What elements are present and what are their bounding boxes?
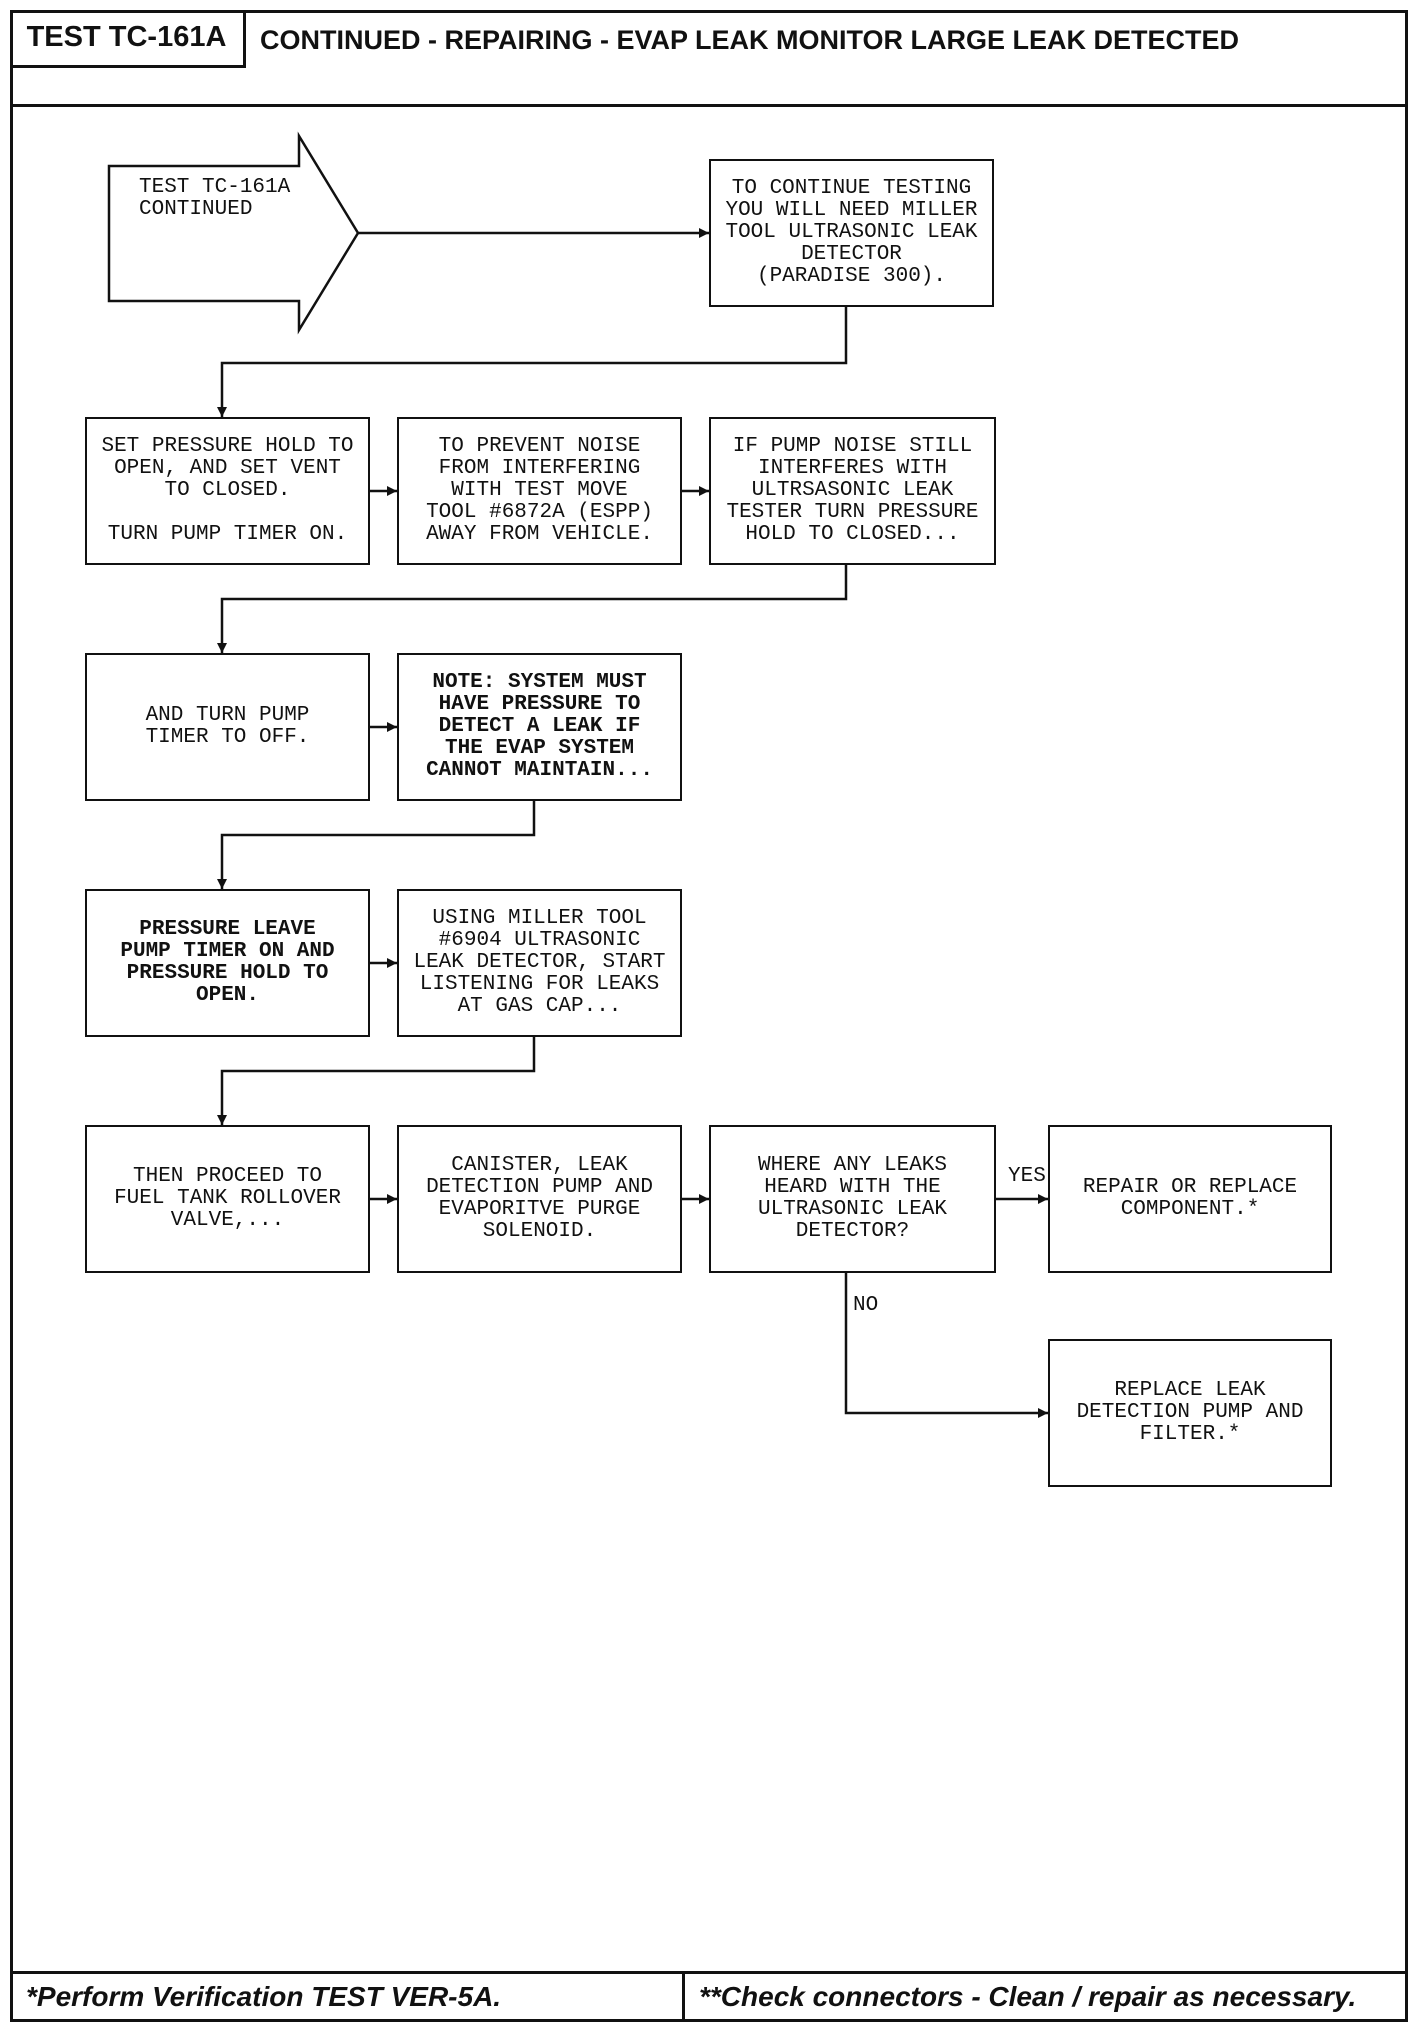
step-canister-pump-solenoid-text: CANISTER, LEAK DETECTION PUMP AND EVAPOR… <box>426 1154 653 1243</box>
step-set-pressure-hold: SET PRESSURE HOLD TO OPEN, AND SET VENT … <box>85 417 370 565</box>
page-frame <box>10 10 1408 2022</box>
footer-divider <box>10 1971 1408 1974</box>
step-proceed-rollover-valve-text: THEN PROCEED TO FUEL TANK ROLLOVER VALVE… <box>114 1165 341 1232</box>
result-replace-leak-detection-pump-text: REPLACE LEAK DETECTION PUMP AND FILTER.* <box>1076 1379 1304 1446</box>
step-pump-noise-still: IF PUMP NOISE STILL INTERFERES WITH ULTR… <box>709 417 996 565</box>
step-set-pressure-hold-text: SET PRESSURE HOLD TO OPEN, AND SET VENT … <box>101 435 354 546</box>
step-pressure-leave-timer-on-text: PRESSURE LEAVE PUMP TIMER ON AND PRESSUR… <box>120 918 335 1007</box>
footer-verification-note: *Perform Verification TEST VER-5A. <box>26 1981 502 2012</box>
step-canister-pump-solenoid: CANISTER, LEAK DETECTION PUMP AND EVAPOR… <box>397 1125 682 1273</box>
step-pump-noise-still-text: IF PUMP NOISE STILL INTERFERES WITH ULTR… <box>726 435 979 546</box>
step-turn-timer-off: AND TURN PUMP TIMER TO OFF. <box>85 653 370 801</box>
step-turn-timer-off-text: AND TURN PUMP TIMER TO OFF. <box>145 704 310 749</box>
step-tool-required-text: TO CONTINUE TESTING YOU WILL NEED MILLER… <box>725 177 978 288</box>
branch-yes-label: YES <box>1008 1165 1046 1188</box>
test-id-label: TEST TC-161A <box>26 21 227 53</box>
step-prevent-noise-text: TO PREVENT NOISE FROM INTERFERING WITH T… <box>426 435 653 546</box>
start-arrow-label: TEST TC-161A CONTINUED <box>139 176 291 221</box>
step-note-system-pressure-text: NOTE: SYSTEM MUST HAVE PRESSURE TO DETEC… <box>426 671 653 782</box>
decision-leaks-heard: WHERE ANY LEAKS HEARD WITH THE ULTRASONI… <box>709 1125 996 1273</box>
step-pressure-leave-timer-on: PRESSURE LEAVE PUMP TIMER ON AND PRESSUR… <box>85 889 370 1037</box>
step-using-miller-tool-text: USING MILLER TOOL #6904 ULTRASONIC LEAK … <box>413 907 666 1018</box>
footer-connector-note: **Check connectors - Clean / repair as n… <box>699 1981 1357 2012</box>
step-note-system-pressure: NOTE: SYSTEM MUST HAVE PRESSURE TO DETEC… <box>397 653 682 801</box>
step-prevent-noise: TO PREVENT NOISE FROM INTERFERING WITH T… <box>397 417 682 565</box>
step-proceed-rollover-valve: THEN PROCEED TO FUEL TANK ROLLOVER VALVE… <box>85 1125 370 1273</box>
step-using-miller-tool: USING MILLER TOOL #6904 ULTRASONIC LEAK … <box>397 889 682 1037</box>
result-repair-replace-component: REPAIR OR REPLACE COMPONENT.* <box>1048 1125 1332 1273</box>
result-replace-leak-detection-pump: REPLACE LEAK DETECTION PUMP AND FILTER.* <box>1048 1339 1332 1487</box>
footer-column-divider <box>682 1972 685 2020</box>
test-id-box: TEST TC-161A <box>10 10 246 68</box>
result-repair-replace-component-text: REPAIR OR REPLACE COMPONENT.* <box>1082 1176 1298 1221</box>
page-title: CONTINUED - REPAIRING - EVAP LEAK MONITO… <box>260 25 1240 55</box>
header-divider <box>10 104 1408 107</box>
decision-leaks-heard-text: WHERE ANY LEAKS HEARD WITH THE ULTRASONI… <box>757 1154 948 1243</box>
branch-no-label: NO <box>853 1294 879 1317</box>
step-tool-required: TO CONTINUE TESTING YOU WILL NEED MILLER… <box>709 159 994 307</box>
